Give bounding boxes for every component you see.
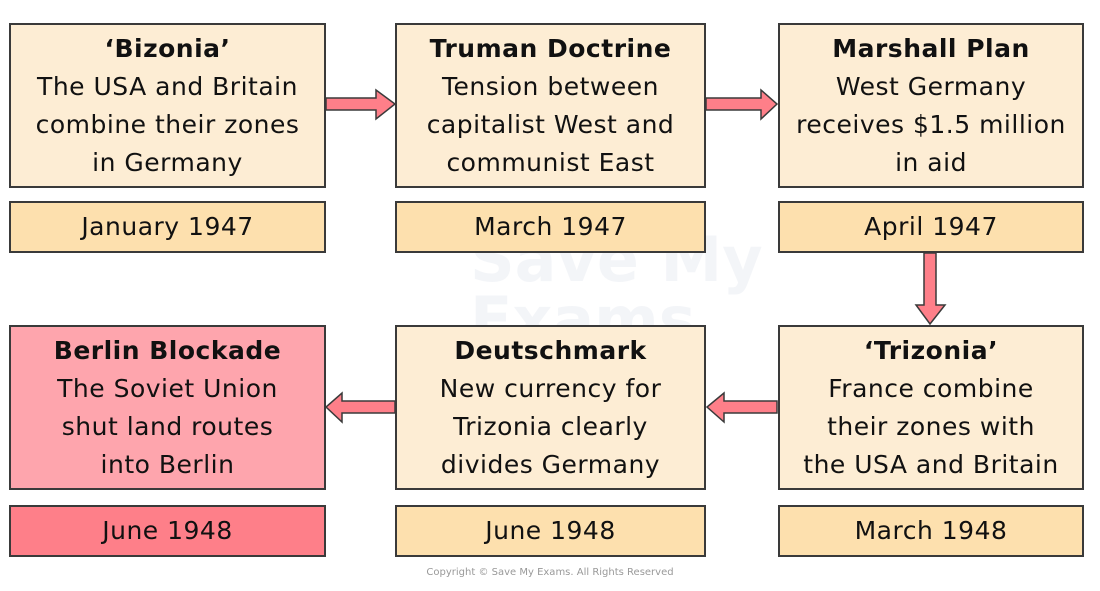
event-text: the USA and Britain bbox=[803, 449, 1059, 479]
event-card-deutschmark: Deutschmark New currency for Trizonia cl… bbox=[395, 325, 706, 490]
event-card-berlin-blockade: Berlin Blockade The Soviet Union shut la… bbox=[9, 325, 326, 490]
arrow-down-icon bbox=[914, 252, 947, 326]
arrow-left-icon bbox=[705, 391, 778, 424]
event-card-truman-doctrine: Truman Doctrine Tension between capitali… bbox=[395, 23, 706, 188]
event-text: divides Germany bbox=[440, 449, 661, 479]
event-card-bizonia: ‘Bizonia’ The USA and Britain combine th… bbox=[9, 23, 326, 188]
event-text: shut land routes bbox=[61, 411, 274, 441]
event-text: France combine bbox=[828, 373, 1034, 403]
arrow-right-icon bbox=[705, 88, 779, 121]
copyright: Copyright © Save My Exams. All Rights Re… bbox=[426, 567, 674, 578]
event-text: capitalist West and bbox=[426, 109, 675, 139]
arrow-right-icon bbox=[325, 88, 397, 121]
event-text: in Germany bbox=[92, 147, 243, 177]
event-text: into Berlin bbox=[100, 449, 235, 479]
event-text: The Soviet Union bbox=[57, 373, 278, 403]
event-text: their zones with bbox=[827, 411, 1035, 441]
event-date: April 1947 bbox=[778, 201, 1084, 253]
event-text: in aid bbox=[895, 147, 967, 177]
event-text: combine their zones bbox=[35, 109, 300, 139]
event-title: ‘Bizonia’ bbox=[104, 33, 231, 63]
event-text: The USA and Britain bbox=[37, 71, 298, 101]
event-text: communist East bbox=[446, 147, 655, 177]
event-text: Trizonia clearly bbox=[453, 411, 648, 441]
event-date: June 1948 bbox=[9, 505, 326, 557]
event-title: Berlin Blockade bbox=[53, 335, 282, 365]
event-text: receives $1.5 million bbox=[796, 109, 1066, 139]
event-title: Truman Doctrine bbox=[429, 33, 672, 63]
event-card-marshall-plan: Marshall Plan West Germany receives $1.5… bbox=[778, 23, 1084, 188]
event-title: Marshall Plan bbox=[832, 33, 1030, 63]
event-text: West Germany bbox=[835, 71, 1027, 101]
event-text: New currency for bbox=[439, 373, 662, 403]
arrow-left-icon bbox=[324, 391, 396, 424]
event-date: March 1947 bbox=[395, 201, 706, 253]
event-title: ‘Trizonia’ bbox=[863, 335, 999, 365]
event-card-trizonia: ‘Trizonia’ France combine their zones wi… bbox=[778, 325, 1084, 490]
event-date: January 1947 bbox=[9, 201, 326, 253]
event-date: March 1948 bbox=[778, 505, 1084, 557]
event-title: Deutschmark bbox=[454, 335, 647, 365]
event-text: Tension between bbox=[442, 71, 659, 101]
event-date: June 1948 bbox=[395, 505, 706, 557]
